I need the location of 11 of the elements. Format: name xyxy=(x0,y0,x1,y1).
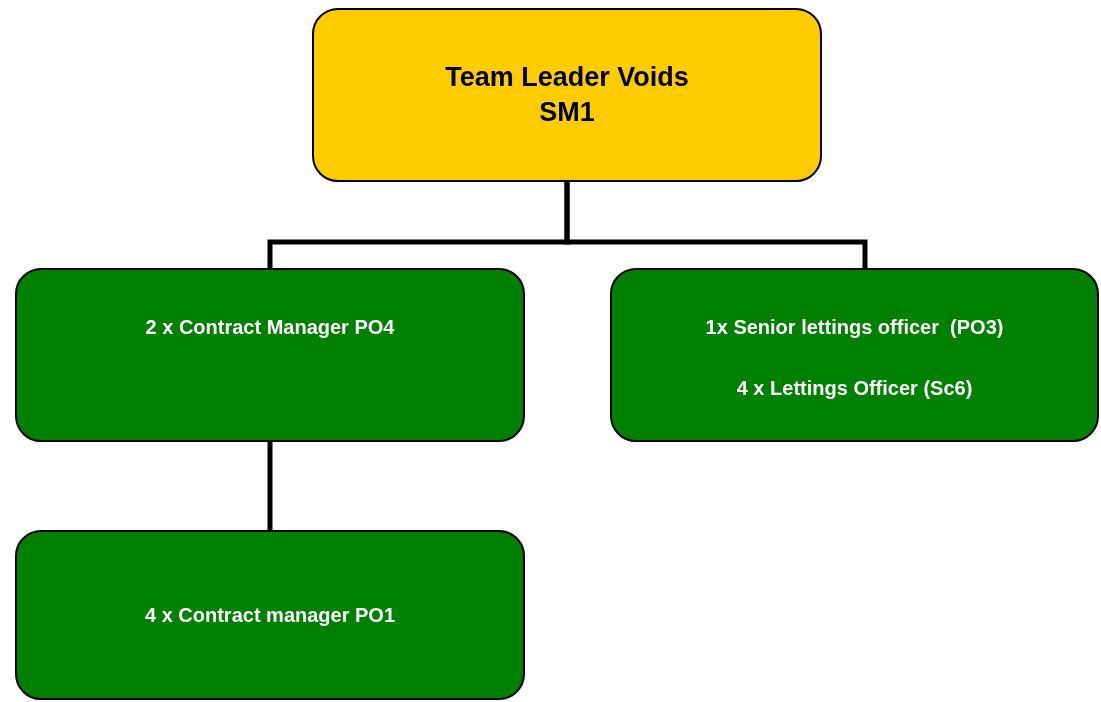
leader-box xyxy=(312,8,822,182)
team-box xyxy=(15,530,525,700)
connector-line xyxy=(267,442,273,530)
team-box xyxy=(610,268,1099,442)
role-text: Team Leader Voids SM1 xyxy=(444,60,690,129)
connector-line xyxy=(564,182,868,268)
role-text: 2 x Contract Manager PO4 xyxy=(145,316,395,339)
role-text: 4 x Contract manager PO1 xyxy=(144,603,396,627)
role-text: 1x Senior lettings officer (PO3) xyxy=(705,316,1004,339)
role-text: 4 x Lettings Officer (Sc6) xyxy=(736,377,973,400)
team-box xyxy=(15,268,525,442)
